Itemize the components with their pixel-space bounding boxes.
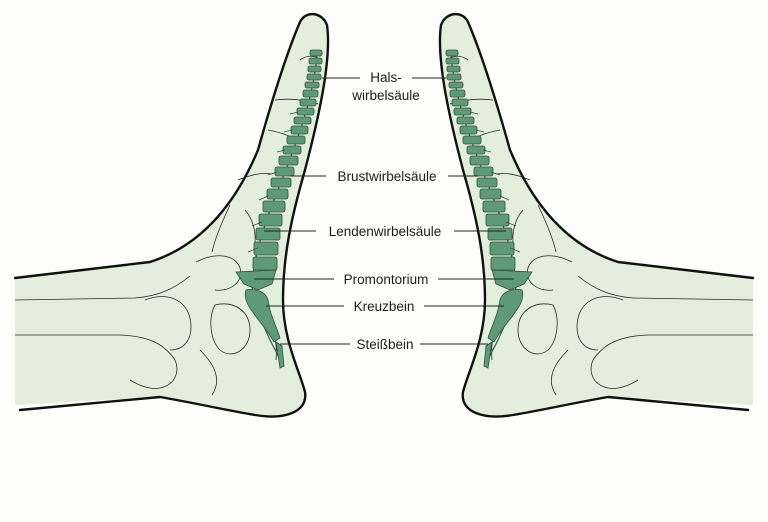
leader-lines [254, 77, 514, 345]
label-brustwirbelsaeule: Brustwirbelsäule [337, 169, 436, 184]
label-kreuzbein: Kreuzbein [354, 299, 415, 314]
label-promontorium: Promontorium [344, 272, 429, 287]
label-halswirbelsaeule: wirbelsäule [351, 88, 420, 103]
label-lendenwirbelsaeule: Lendenwirbelsäule [329, 224, 442, 239]
left-figure [13, 12, 330, 418]
right-figure [438, 12, 755, 418]
label-hals: Hals- [370, 70, 402, 85]
label-steissbein: Steißbein [356, 337, 413, 352]
